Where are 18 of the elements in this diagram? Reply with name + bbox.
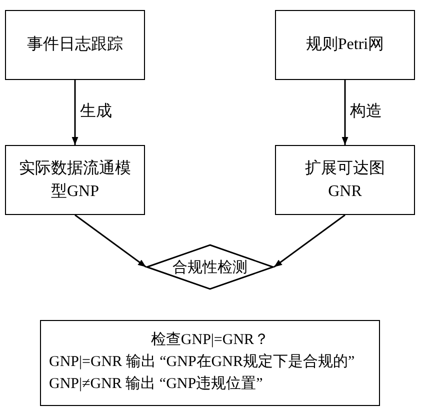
box-text: GNP|≠GNR 输出 “GNP违规位置” xyxy=(49,374,263,394)
arrow xyxy=(274,214,346,268)
arrow xyxy=(72,80,78,145)
process-box xyxy=(275,145,415,215)
box-text: GNP|=GNR 输出 “GNP在GNR规定下是合规的” xyxy=(49,352,355,372)
decision-label: 合规性检测 xyxy=(172,258,248,276)
box-text: 实际数据流通模型GNP xyxy=(19,158,131,202)
process-box xyxy=(5,145,145,215)
box-text: 扩展可达图GNR xyxy=(305,158,385,202)
arrow xyxy=(342,80,348,145)
process-box xyxy=(5,10,145,80)
box-text: 事件日志跟踪 xyxy=(27,34,123,56)
box-text: 规则Petri网 xyxy=(306,35,384,56)
edge-label: 构造 xyxy=(349,100,383,122)
arrow xyxy=(74,214,146,268)
process-box xyxy=(40,320,380,406)
box-heading: 检查GNP|=GNR？ xyxy=(150,330,270,350)
process-box xyxy=(275,10,415,80)
